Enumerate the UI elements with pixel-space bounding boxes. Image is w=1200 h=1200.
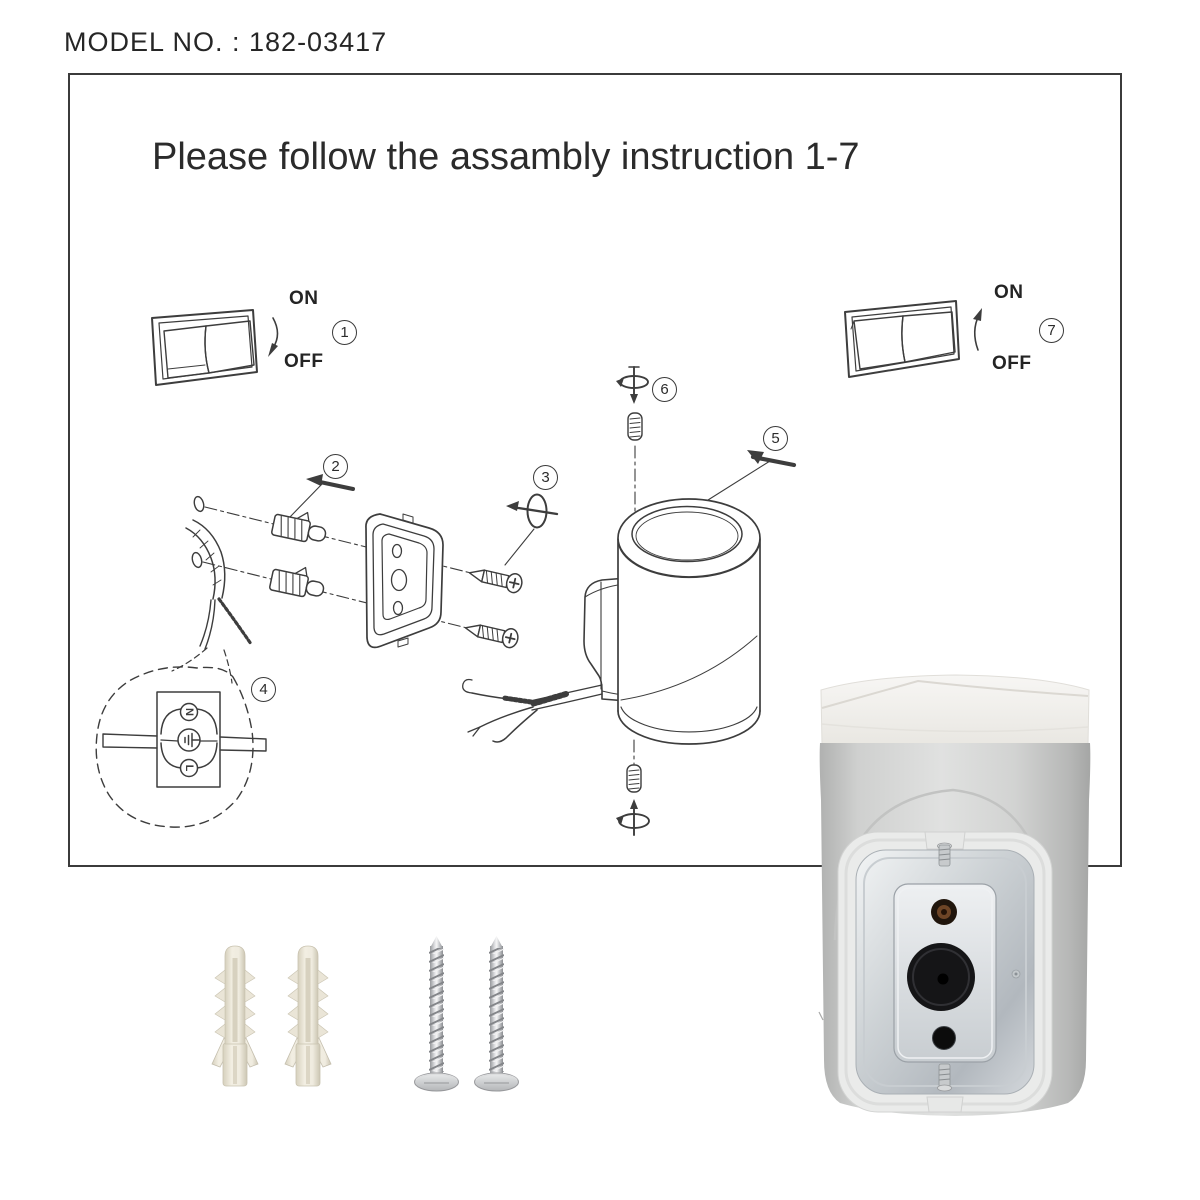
wire-right-icon — [219, 736, 267, 752]
step-6-callout: 6 — [652, 377, 677, 402]
wall-anchor-icon — [269, 566, 325, 598]
mounting-screw-icon — [468, 569, 523, 594]
wall-anchor-icon — [271, 511, 327, 543]
cylinder-wall-light-icon — [462, 498, 761, 745]
alignment-axis-line — [204, 506, 472, 574]
step-1-callout: 1 — [332, 320, 357, 345]
fixture-back-photo — [818, 674, 1091, 1116]
step-5-callout: 5 — [763, 426, 788, 451]
step-4-callout: 4 — [251, 677, 276, 702]
wire-left-icon — [102, 733, 158, 749]
insert-arrow-icon — [318, 480, 355, 491]
bottom-set-screw — [938, 1063, 951, 1088]
switch-down-arrow-icon — [272, 317, 279, 349]
striped-wire-icon — [217, 597, 253, 646]
screw-rotation-icon — [526, 493, 548, 529]
step-7-callout: 7 — [1039, 318, 1064, 343]
frosted-top — [820, 674, 1090, 746]
earth-ground-icon — [184, 732, 200, 748]
step-2-callout: 2 — [323, 454, 348, 479]
switch7-on-label: ON — [994, 282, 1024, 303]
wall-hole-icon — [193, 495, 205, 513]
set-screw-spring-icon — [627, 412, 643, 441]
lens-icon — [631, 505, 743, 563]
bottom-hole — [932, 1026, 956, 1050]
top-set-screw — [938, 844, 951, 867]
wall-cable-icon — [192, 519, 226, 599]
mount-direction-arrow — [707, 450, 797, 501]
mounting-bracket-icon — [365, 513, 444, 649]
mounting-screw-photo — [473, 935, 520, 1092]
rocker-switch-off-icon — [151, 309, 279, 386]
fixture-wires-icon — [462, 678, 603, 743]
set-screw-spring-icon — [626, 764, 642, 793]
instruction-title: Please follow the assambly instruction 1… — [152, 136, 860, 178]
model-number-label: MODEL NO. : 182-03417 — [64, 27, 388, 57]
live-terminal-icon — [179, 758, 199, 778]
neutral-terminal-label: N — [183, 708, 195, 716]
wiring-detail-balloon: N L — [95, 666, 267, 828]
wall-anchor-photo — [211, 945, 259, 1087]
top-setscrew-diagram — [616, 366, 649, 512]
bottom-setscrew-diagram — [616, 739, 650, 836]
wall-anchor-photo — [284, 945, 332, 1087]
mounting-screw-icon — [464, 624, 519, 649]
neutral-terminal-icon — [179, 702, 199, 722]
switch7-off-label: OFF — [992, 353, 1032, 374]
live-terminal-label: L — [183, 765, 195, 772]
switch1-off-label: OFF — [284, 351, 324, 372]
wall-hole-icon — [191, 551, 203, 569]
rocker-switch-on-icon — [844, 300, 982, 378]
screw-step-diagram — [464, 493, 559, 649]
step-3-callout: 3 — [533, 465, 558, 490]
switch1-on-label: ON — [289, 288, 319, 309]
mounting-screw-photo — [413, 935, 460, 1092]
wall-anchor-step-diagram — [171, 474, 472, 684]
